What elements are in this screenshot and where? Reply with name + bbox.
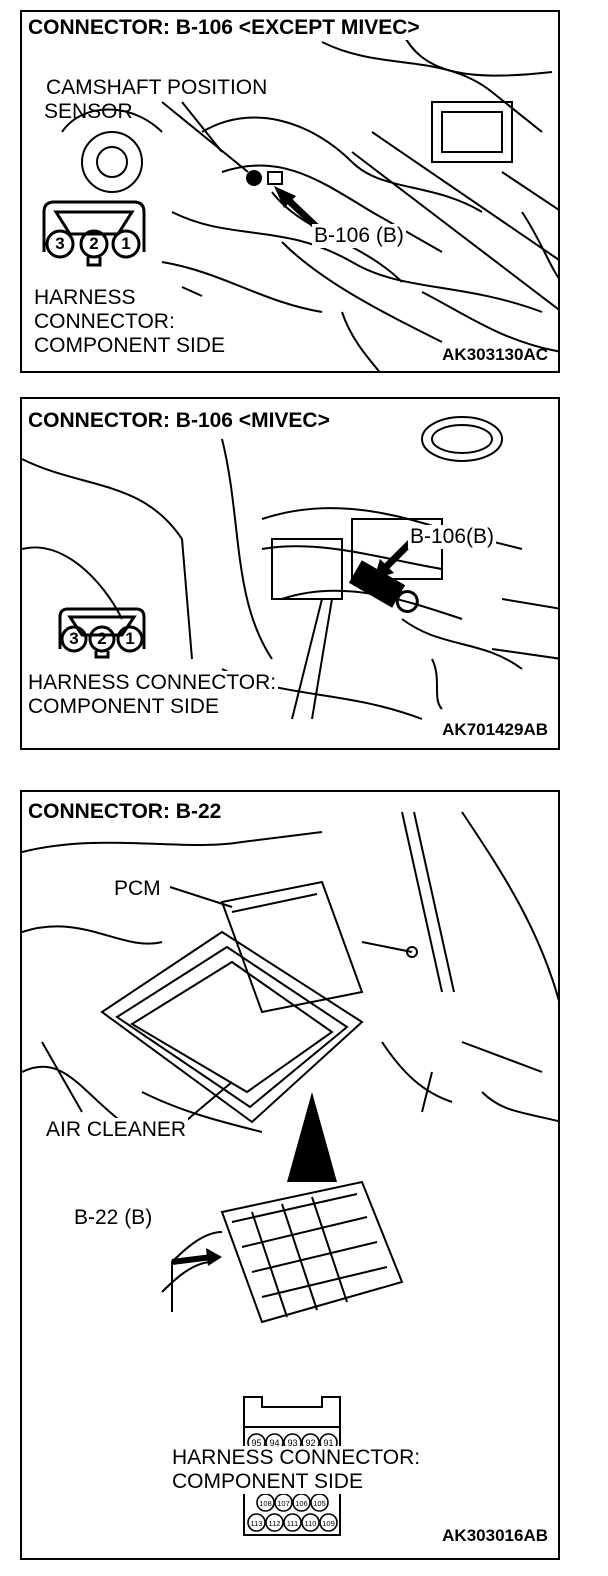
pin-label: 1: [125, 629, 135, 648]
connector-ref-label: B-22 (B): [72, 1206, 155, 1230]
pin-label: 112: [269, 1519, 281, 1528]
air-cleaner-label: AIR CLEANER: [44, 1118, 189, 1142]
pin-label: 2: [89, 234, 99, 253]
camshaft-sensor-label-line2: SENSOR: [44, 100, 133, 123]
pin-label: 111: [287, 1519, 298, 1528]
pin-label: 93: [287, 1438, 297, 1448]
pin-label: 105: [313, 1499, 326, 1508]
harness-label-line2: COMPONENT SIDE: [170, 1470, 365, 1494]
pin-label: 106: [295, 1499, 308, 1508]
harness-label-line2: CONNECTOR:: [32, 310, 177, 334]
diagram-panel-b22: 9594939291999897961041031021011001081071…: [20, 790, 560, 1560]
pin-circle: [301, 1513, 320, 1532]
harness-label-line1: HARNESS: [32, 286, 138, 310]
figure-code: AK303016AB: [442, 1526, 548, 1545]
pin-label: 92: [305, 1438, 315, 1448]
pin-circle: [265, 1513, 284, 1532]
pin-label: 1: [121, 234, 131, 253]
pin-circle: [256, 1493, 275, 1512]
harness-label-line1: HARNESS CONNECTOR:: [170, 1446, 423, 1470]
panel-title: CONNECTOR: B-106 <MIVEC>: [26, 409, 332, 433]
pin-label: 3: [69, 629, 79, 648]
connector-ref-label: B-106(B): [408, 525, 497, 549]
pin-circle: [247, 1513, 266, 1532]
engine-bay-illustration: 9594939291999897961041031021011001081071…: [22, 811, 558, 1536]
pin-circle: [283, 1513, 302, 1532]
pin-label: 108: [259, 1499, 272, 1508]
pin-label: 113: [251, 1519, 263, 1528]
harness-label-line2: COMPONENT SIDE: [26, 695, 221, 719]
pin-label: 109: [322, 1519, 335, 1528]
pin-label: 110: [305, 1519, 317, 1528]
figure-code: AK701429AB: [442, 720, 548, 739]
pin-circle: [319, 1513, 338, 1532]
pin-label: 94: [269, 1438, 279, 1448]
pin-circle: [310, 1493, 329, 1512]
pcm-label: PCM: [112, 877, 163, 901]
figure-code: AK303130AC: [442, 345, 548, 364]
connector-ref-label: B-106 (B): [312, 224, 406, 248]
pin-label: 91: [323, 1438, 333, 1448]
panel-title: CONNECTOR: B-22: [26, 800, 224, 824]
pin-label: 107: [277, 1499, 290, 1508]
panel-title: CONNECTOR: B-106 <EXCEPT MIVEC>: [26, 16, 422, 40]
pin-label: 3: [55, 234, 65, 253]
diagram-panel-b106-except-mivec: CONNECTOR: B-106 <EXCEPT MIVEC> CAMSHAFT…: [20, 10, 560, 373]
harness-label-line1: HARNESS CONNECTOR:: [26, 671, 279, 695]
pin-label: 2: [97, 629, 107, 648]
pin-circle: [274, 1493, 293, 1512]
pin-label: 95: [251, 1438, 261, 1448]
camshaft-sensor-label-line1: CAMSHAFT POSITION: [44, 76, 270, 100]
pin-circle: [292, 1493, 311, 1512]
diagram-panel-b106-mivec: CONNECTOR: B-106 <MIVEC> B-106(B) 3 2 1 …: [20, 397, 560, 750]
harness-label-line3: COMPONENT SIDE: [32, 334, 227, 358]
